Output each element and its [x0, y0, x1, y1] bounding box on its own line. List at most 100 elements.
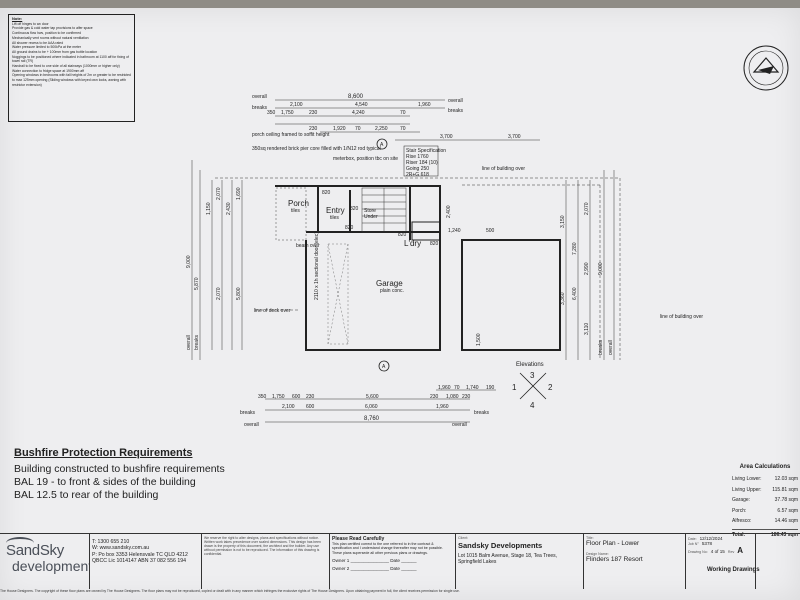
notes-box: Note: Lift off hinges to wc door Provide…	[8, 14, 135, 122]
please-heading: Please Read Carefully	[332, 536, 385, 542]
right-dim: 3,360	[560, 292, 566, 305]
dim-top-r4: 70	[400, 126, 406, 132]
area-label: Alfresco:	[732, 518, 752, 524]
dim-bottom-r2: 230	[430, 394, 439, 400]
logo-text-bottom: developments	[12, 558, 89, 574]
note-item: Opening windows in bedrooms with fall he…	[12, 73, 131, 87]
notes-list: Lift off hinges to wc door Provide gas &…	[12, 22, 131, 88]
left-dim: 2,430	[226, 202, 232, 215]
door-size: 820	[430, 241, 439, 247]
dim-bottom-break: 6,060	[365, 404, 378, 410]
left-dim: 2,070	[216, 187, 222, 200]
line-deck-over: line of deck over	[254, 308, 291, 314]
dim-bottom-r2: 1,750	[272, 394, 285, 400]
bushfire-line: BAL 12.5 to rear of the building	[14, 489, 159, 501]
left-dimension-lines	[191, 160, 243, 360]
dim-top-r3: 70	[400, 110, 406, 116]
area-total-label: Total:	[732, 531, 746, 538]
dim-bottom-overall: 8,760	[364, 416, 380, 422]
room-store-sub: Under	[364, 214, 378, 220]
contact-line: T: 1300 655 210	[92, 539, 130, 545]
section-label: A	[380, 142, 384, 148]
left-overall-label: overall	[186, 335, 192, 350]
room-porch-sub: tiles	[291, 208, 300, 214]
dim-top-r3: 230	[309, 110, 318, 116]
porch-ceiling-note: porch ceiling framed to soffit height	[252, 132, 330, 138]
left-dim: 9,000	[186, 255, 192, 268]
right-dim: 2,070	[584, 202, 590, 215]
stair-spec-title: Stair Specification	[406, 148, 446, 154]
design-label: Design Name:	[586, 552, 609, 556]
title-label: Title:	[586, 536, 594, 540]
meterbox-note: meterbox, position tbc on site	[333, 156, 398, 162]
area-heading: Area Calculations	[739, 464, 791, 470]
area-calculations: Area Calculations Living Lower:12.03 sqm…	[732, 464, 798, 576]
section-marker-top: A	[376, 138, 388, 150]
rev-value: A	[737, 546, 744, 555]
bushfire-heading: Bushfire Protection Requirements	[14, 447, 193, 459]
side-dim: 500	[486, 228, 495, 234]
area-value: 37.78 sqm	[774, 497, 798, 503]
dim-top-r3: 4,240	[352, 110, 365, 116]
area-label: Living Upper:	[732, 486, 762, 493]
title-block: SandSky developments T: 1300 655 210 W: …	[0, 533, 800, 589]
dim-bottom-r2: 230	[462, 394, 471, 400]
door-size: 820	[322, 190, 331, 196]
dim-bottom-r1: 190	[486, 385, 495, 391]
elevation-num: 4	[530, 401, 535, 410]
dim-bottom-r2: 350	[258, 394, 267, 400]
stair-spec-line: Rise 1760	[406, 154, 429, 160]
dim-bottom-r2: 5,600	[366, 394, 379, 400]
area-value: 6.57 sqm	[777, 507, 798, 514]
right-dim: 2,990	[584, 262, 590, 275]
line-of-building-over	[215, 177, 621, 360]
room-store: Store	[364, 208, 376, 214]
logo-arc-icon	[6, 537, 34, 549]
dim-top-break: 4,540	[355, 102, 368, 108]
legal-disclaimer: We reserve the right to alter designs, p…	[202, 534, 330, 589]
elevation-num: 3	[530, 371, 535, 380]
garage-door-sign: 2110 x 1h sectional door (elec)	[314, 232, 320, 300]
stair-spec-line: Going 250	[406, 166, 429, 172]
elevation-num: 1	[512, 383, 517, 392]
bottom-dimension-lines	[265, 389, 496, 423]
dim-bottom-r1: 1,960	[438, 385, 451, 391]
area-value: 115.81 sqm	[772, 486, 798, 493]
note-item: Water connection to fridge space at 1900…	[12, 68, 84, 73]
line-building-over-right: line of building over	[660, 314, 703, 320]
door-size: 820	[350, 206, 359, 212]
room-porch: Porch	[288, 199, 309, 208]
dim-bottom-r1: 1,740	[466, 385, 479, 391]
note-item: Water pressure limited to 500kPa at the …	[12, 45, 82, 50]
note-item: Handrail to be fixed to one side of all …	[12, 64, 120, 69]
elevations-indicator: Elevations 1 2 3 4	[512, 362, 553, 410]
area-label: Living Lower:	[732, 476, 762, 482]
contact-details: T: 1300 655 210 W: www.sandsky.com.au P:…	[90, 534, 202, 589]
drawing-label: Drawing No:	[688, 550, 708, 554]
area-label: Garage:	[732, 497, 751, 503]
side-dim: 1,240	[448, 228, 461, 234]
logo-text-top: SandSky	[6, 542, 64, 559]
dim-top-break: 2,100	[290, 102, 303, 108]
dim-top-r5: 3,700	[440, 134, 453, 140]
dim-top-breaks-label-r: breaks	[448, 108, 464, 114]
right-dim: 9,000	[598, 262, 604, 275]
door-size: 820	[345, 225, 354, 231]
bushfire-requirements: Bushfire Protection Requirements Buildin…	[14, 447, 225, 502]
bushfire-line: Building constructed to bushfire require…	[14, 463, 225, 475]
room-entry: Entry	[326, 206, 345, 215]
area-total-row: Total:186.43 sqm	[732, 528, 798, 541]
client-box: Client: Sandsky Developments Lot 1015 Ba…	[456, 534, 584, 589]
dim-top-r5: 3,700	[508, 134, 521, 140]
dim-top-overall: 8,600	[348, 94, 364, 100]
note-item: Mechanically vent rooms without natural …	[12, 35, 89, 40]
laundry-outline	[411, 221, 441, 241]
area-value: 14.46 sqm	[774, 518, 798, 524]
room-entry-sub: tiles	[330, 215, 339, 221]
left-dim: 2,070	[216, 287, 222, 300]
note-item: Noggings to be positioned where indicate…	[12, 54, 129, 64]
right-dim: 7,280	[572, 242, 578, 255]
drawing-numbers: Date:12/12/2024 Job N°5378 Drawing No:4 …	[686, 534, 756, 589]
dim-bottom-break: 1,960	[436, 404, 449, 410]
